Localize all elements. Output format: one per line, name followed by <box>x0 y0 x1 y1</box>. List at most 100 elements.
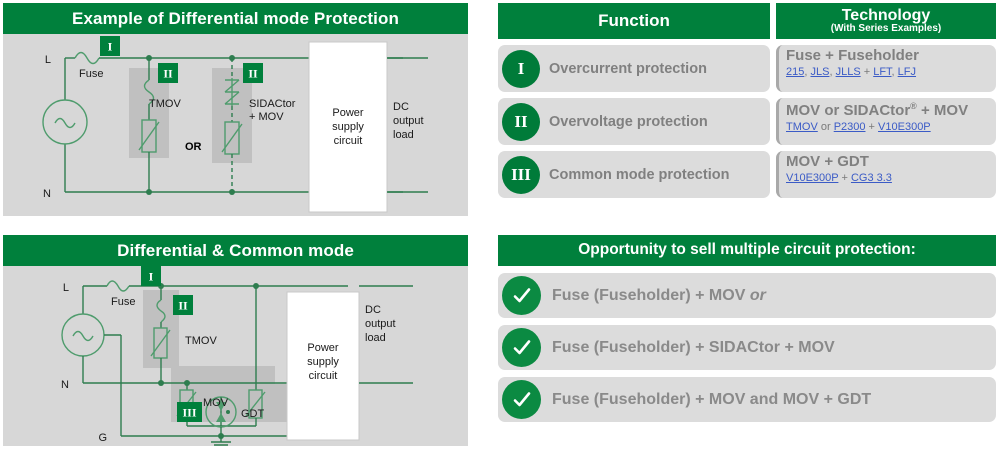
function-cell[interactable]: III Common mode protection <box>498 151 770 198</box>
function-label: Overcurrent protection <box>549 60 707 77</box>
diagram2-svg: I II III L N G Fuse TMOV MOV GDT Power s… <box>61 266 413 446</box>
technology-main: MOV + GDT <box>786 153 869 170</box>
badge-box-tmov-2 <box>173 295 193 315</box>
common-mode-diagram-panel: Differential & Common mode <box>3 235 468 448</box>
table-header-row: Function Technology (With Series Example… <box>498 3 996 39</box>
opportunity-label: Fuse (Fuseholder) + SIDACtor + MOV <box>552 339 835 357</box>
label-ps-line1: Power <box>332 107 364 119</box>
series-link[interactable]: LFT <box>873 65 892 78</box>
gdt-lower-triangle <box>216 413 226 422</box>
series-link[interactable]: JLLS <box>835 65 861 78</box>
technology-cell[interactable]: Fuse + Fuseholder 215, JLS, JLLS + LFT, … <box>776 45 996 92</box>
series-link[interactable]: JLS <box>810 65 830 78</box>
opportunity-label: Fuse (Fuseholder) + MOV and MOV + GDT <box>552 391 871 409</box>
node2-mov-right-top <box>253 283 259 289</box>
opportunity-text: Fuse (Fuseholder) + SIDACtor + MOV <box>552 338 835 356</box>
technology-series-links[interactable]: 215, JLS, JLLS + LFT, LFJ <box>786 65 917 78</box>
series-link[interactable]: P2300 <box>833 120 866 133</box>
diagram1-canvas: I II II L N Fuse TMOV SIDACtor + MOV OR … <box>3 34 468 216</box>
column-header-technology-sub: (With Series Examples) <box>830 22 942 34</box>
check-icon <box>502 276 541 315</box>
badge-label-fuse-2: I <box>149 270 154 284</box>
check-glyph <box>513 287 530 302</box>
badge-box-gdt-2 <box>177 402 202 422</box>
function-cell[interactable]: II Overvoltage protection <box>498 98 770 145</box>
technology-main: Fuse + Fuseholder <box>786 47 919 64</box>
earth-ground-icon <box>211 436 231 446</box>
column-header-function: Function <box>498 3 770 39</box>
badge-box-fuse-2 <box>141 266 161 286</box>
diagram1-title: Example of Differential mode Protection <box>3 3 468 34</box>
opportunity-title: Opportunity to sell multiple circuit pro… <box>498 235 996 266</box>
list-item[interactable]: Fuse (Fuseholder) + MOV and MOV + GDT <box>498 377 996 422</box>
node-sidactor-bottom <box>229 189 235 195</box>
label-dc-line1: DC <box>393 101 409 113</box>
check-icon <box>502 380 541 419</box>
table-row: III Common mode protection MOV + GDT V10… <box>498 151 996 198</box>
differential-mode-diagram-panel: Example of Differential mode Protection <box>3 3 468 218</box>
label-sidactor-line2: + MOV <box>249 111 284 123</box>
fuse-symbol <box>74 51 100 65</box>
function-label: Common mode protection <box>549 166 730 183</box>
node-sidactor-top <box>229 55 235 61</box>
label2-tmov: TMOV <box>185 335 217 347</box>
tmov-thermal-link-icon <box>143 79 155 105</box>
technology-main-text: MOV or SIDACtor <box>786 102 911 119</box>
opportunity-text: Fuse (Fuseholder) + MOV <box>552 286 750 304</box>
label-ps-line3: circuit <box>334 135 363 147</box>
technology-cell[interactable]: MOV + GDT V10E300P + CG3 3.3 <box>776 151 996 198</box>
label2-ground: G <box>98 432 107 444</box>
table-row: II Overvoltage protection MOV or SIDACto… <box>498 98 996 145</box>
diagram2-title: Differential & Common mode <box>3 235 468 266</box>
list-item[interactable]: Fuse (Fuseholder) + MOV or <box>498 273 996 318</box>
ac-source-icon <box>42 99 88 145</box>
series-link[interactable]: LFJ <box>897 65 917 78</box>
label-fuse: Fuse <box>79 68 103 80</box>
badge-box-sidactor <box>243 63 263 83</box>
table-row: I Overcurrent protection Fuse + Fusehold… <box>498 45 996 92</box>
opportunity-emphasis: or <box>749 286 766 304</box>
technology-cell[interactable]: MOV or SIDACtor® + MOV TMOV or P2300 + V… <box>776 98 996 145</box>
technology-series-links[interactable]: TMOV or P2300 + V10E300P <box>786 120 931 133</box>
roman-badge-icon: II <box>502 102 540 141</box>
badge-label-fuse: I <box>108 40 113 54</box>
opportunity-text: Fuse (Fuseholder) + MOV and MOV + GDT <box>552 390 872 408</box>
roman-badge-icon: III <box>502 155 540 194</box>
series-link[interactable]: 215 <box>786 65 805 78</box>
series-link[interactable]: TMOV <box>786 120 818 133</box>
diagram1-svg: I II II L N Fuse TMOV SIDACtor + MOV OR … <box>42 36 428 213</box>
power-supply-box-2 <box>286 291 360 441</box>
roman-badge-icon: I <box>502 49 540 88</box>
registered-mark: ® <box>910 101 917 111</box>
function-technology-table: Function Technology (With Series Example… <box>498 3 996 198</box>
node-tmov-bottom <box>146 189 152 195</box>
gdt-upper-triangle <box>216 402 226 411</box>
label2-fuse: Fuse <box>111 296 135 308</box>
list-item[interactable]: Fuse (Fuseholder) + SIDACtor + MOV <box>498 325 996 370</box>
label-ps-line2: supply <box>332 121 364 133</box>
technology-series-links[interactable]: V10E300P + CG3 3.3 <box>786 171 892 184</box>
check-glyph <box>513 391 530 406</box>
function-cell[interactable]: I Overcurrent protection <box>498 45 770 92</box>
badge-box-fuse <box>100 36 120 56</box>
node2-mov-left <box>184 380 190 386</box>
sidactor-mov-slash <box>221 123 243 153</box>
tmov-thermal-link-icon-2 <box>156 299 166 323</box>
badge-label-sidactor: II <box>248 67 258 81</box>
node2-tmov-bottom <box>158 380 164 386</box>
node-tmov-top <box>146 55 152 61</box>
series-link[interactable]: CG3 3.3 <box>850 171 892 184</box>
label-dc-line2: output <box>393 115 424 127</box>
label2-dc-line2: output <box>365 318 396 330</box>
label2-ps-line2: supply <box>307 356 339 368</box>
label-neutral: N <box>43 188 51 200</box>
ac-sine-glyph-2 <box>72 330 94 342</box>
series-link[interactable]: V10E300P <box>878 120 931 133</box>
series-link[interactable]: V10E300P <box>786 171 839 184</box>
label-dc-line3: load <box>393 129 414 141</box>
label-tmov: TMOV <box>149 98 181 110</box>
label2-ps-line1: Power <box>307 342 339 354</box>
badge-label-gdt-2: III <box>182 406 196 420</box>
opportunity-panel: Opportunity to sell multiple circuit pro… <box>498 235 996 435</box>
label2-gdt: GDT <box>241 408 265 420</box>
